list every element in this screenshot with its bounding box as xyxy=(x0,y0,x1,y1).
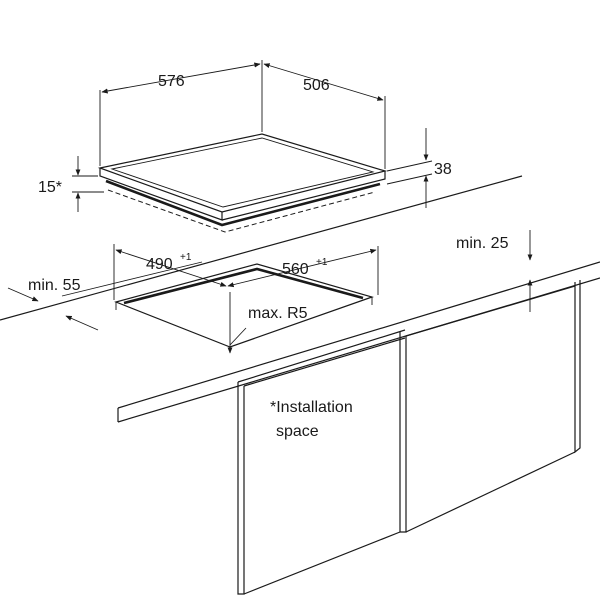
label-hob-width: 576 xyxy=(158,73,185,90)
dim-frame-height: 15* xyxy=(38,156,104,212)
cutout xyxy=(114,263,374,348)
cutout-outline xyxy=(114,263,374,348)
worktop-back-edge xyxy=(0,175,523,321)
label-frame-height: 15* xyxy=(38,179,62,196)
dim-corner-radius: max. R5 xyxy=(227,292,308,354)
hob-top-outline xyxy=(97,133,388,213)
label-cutout-width-tol: +1 xyxy=(316,257,328,268)
label-min-side: min. 25 xyxy=(456,235,509,252)
installation-note: *Installation space xyxy=(270,399,353,440)
dim-min-side: min. 25 xyxy=(456,230,533,312)
dim-cutout-width: 560 +1 xyxy=(227,246,379,295)
dim-hob-depth: 506 xyxy=(263,63,386,169)
note-line-1: *Installation xyxy=(270,399,353,416)
cabinet-panel-middle xyxy=(399,332,407,533)
dim-cutout-depth: 490 +1 xyxy=(113,244,227,300)
hob-top-inner xyxy=(110,137,375,208)
hob-front-right xyxy=(221,171,386,221)
worktop xyxy=(0,175,600,423)
dim-hob-width: 576 xyxy=(99,60,263,166)
label-min-front: min. 55 xyxy=(28,277,81,294)
cutout-inner-edge xyxy=(123,267,364,305)
label-cutout-depth-tol: +1 xyxy=(180,252,192,263)
hob-front-left xyxy=(99,168,223,221)
label-hob-height: 38 xyxy=(434,161,452,178)
dim-hob-height: 38 xyxy=(386,128,452,208)
dim-min-front: min. 55 xyxy=(7,261,203,331)
hob xyxy=(97,133,388,233)
label-hob-depth: 506 xyxy=(303,77,330,94)
label-corner-radius: max. R5 xyxy=(248,305,308,322)
worktop-front-edge xyxy=(117,261,600,409)
label-cutout-width: 560 xyxy=(282,261,309,278)
cabinet-door-left xyxy=(237,382,245,595)
cabinet xyxy=(237,280,581,595)
label-cutout-depth: 490 xyxy=(146,256,173,273)
hob-body-dashed xyxy=(107,189,376,233)
cabinet-panel-right xyxy=(574,280,581,454)
note-line-2: space xyxy=(276,423,319,440)
hob-underbody xyxy=(105,179,381,227)
